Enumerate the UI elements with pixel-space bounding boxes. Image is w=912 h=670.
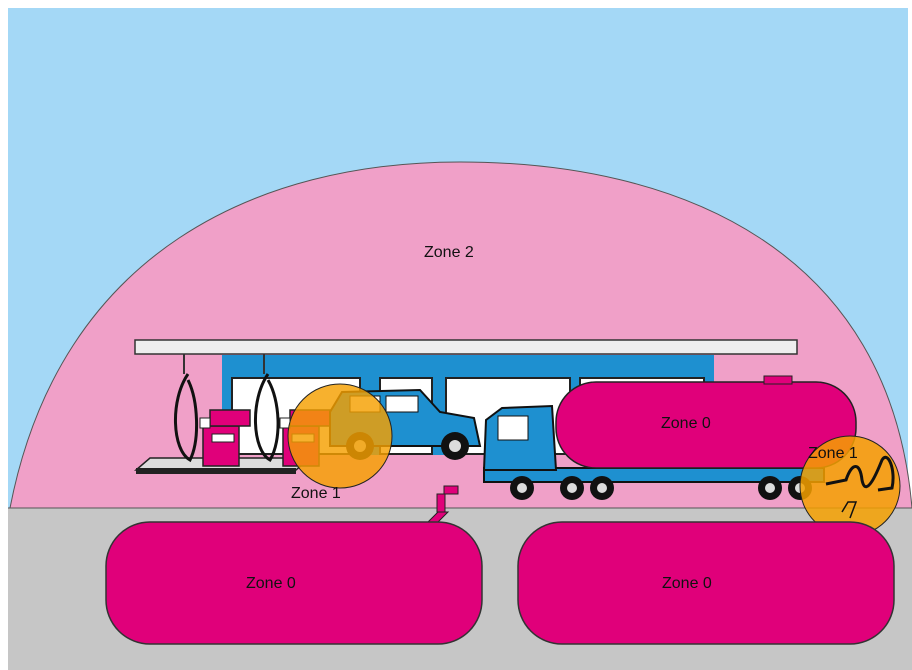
zone1-pump-label: Zone 1: [291, 485, 341, 502]
zone0-tank-right-label: Zone 0: [662, 575, 712, 592]
zone0-tank-left: [105, 521, 483, 645]
zone1-pump-circle: [287, 383, 393, 489]
zone2-label: Zone 2: [424, 244, 474, 261]
canopy: [134, 339, 798, 374]
zone0-tank-right: [517, 521, 895, 645]
tanker-truck-icon: [482, 375, 857, 500]
zone0-tanker: [555, 381, 857, 469]
zone1-truck-label: Zone 1: [808, 445, 858, 462]
hose-icon: [825, 456, 895, 492]
hose-icon: [173, 373, 280, 463]
zone0-tank-left-label: Zone 0: [246, 575, 296, 592]
zone0-tanker-label: Zone 0: [661, 415, 711, 432]
fill-pipe-icon: [841, 501, 858, 519]
fuel-pump-icon: [199, 409, 251, 467]
